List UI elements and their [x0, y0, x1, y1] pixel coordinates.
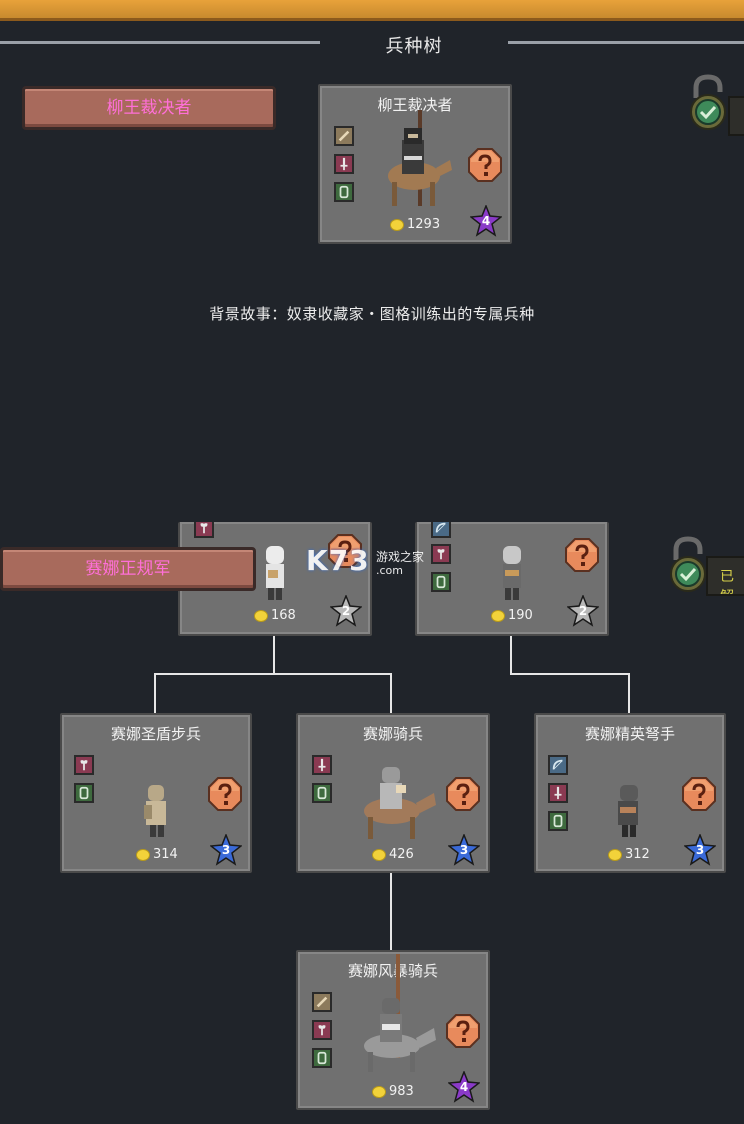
unit-cost: 314 — [136, 847, 178, 862]
question-icon[interactable] — [446, 777, 480, 811]
unit-cost: 168 — [254, 608, 296, 623]
tree-connector — [628, 673, 630, 713]
title-divider-right — [508, 41, 744, 44]
unit-cost: 983 — [372, 1084, 414, 1099]
unit-card-regular-a[interactable]: 168 2 — [178, 522, 372, 636]
coin-icon — [372, 1085, 386, 1098]
unit-cost: 190 — [491, 608, 533, 623]
lock-icon[interactable] — [668, 536, 708, 594]
tree-connector — [510, 636, 512, 674]
top-bar — [0, 0, 744, 21]
coin-icon — [491, 609, 505, 622]
unit-portrait — [144, 785, 166, 837]
unit-card-cavalry[interactable]: 赛娜骑兵 426 3 — [296, 713, 490, 873]
page-title: 兵种树 — [385, 36, 443, 57]
shield-icon — [74, 783, 94, 803]
shield-icon — [334, 182, 354, 202]
bow-icon — [431, 522, 451, 538]
axe-icon — [74, 755, 94, 775]
question-icon[interactable] — [208, 777, 242, 811]
weapon-icon — [312, 992, 332, 1012]
axe-icon — [194, 522, 214, 538]
question-icon[interactable] — [468, 148, 502, 182]
unit-portrait — [618, 785, 638, 837]
tree-connector — [273, 636, 275, 674]
shield-icon — [312, 1048, 332, 1068]
title-divider-left — [0, 41, 320, 44]
unit-name: 赛娜圣盾步兵 — [110, 725, 201, 743]
unit-card-storm-cavalry[interactable]: 赛娜风暴骑兵 983 4 — [296, 950, 490, 1110]
tree-connector — [390, 673, 392, 713]
lock-icon[interactable] — [688, 74, 728, 132]
unit-portrait — [364, 954, 436, 1072]
sword-icon — [334, 154, 354, 174]
coin-icon — [372, 848, 386, 861]
tier-star-icon: 4 — [470, 205, 502, 237]
unit-card-regular-b[interactable]: 190 2 — [415, 522, 609, 636]
question-icon[interactable] — [446, 1014, 480, 1048]
unit-card-willow-judge[interactable]: 柳王裁决者 1293 4 — [318, 84, 512, 244]
branch-label-regular[interactable]: 赛娜正规军 — [0, 547, 256, 591]
unit-name: 柳王裁决者 — [377, 96, 453, 114]
unlock-tab[interactable]: 已解 — [706, 556, 744, 596]
unit-cost: 1293 — [390, 217, 440, 232]
question-icon[interactable] — [682, 777, 716, 811]
unit-portrait — [388, 110, 452, 206]
branch-label-willow[interactable]: 柳王裁决者 — [22, 86, 276, 130]
tree-connector — [510, 673, 630, 675]
coin-icon — [608, 848, 622, 861]
unit-portrait — [503, 546, 521, 600]
tree-connector — [390, 872, 392, 950]
unlock-status: 已解 — [720, 569, 734, 594]
unit-name: 赛娜风暴骑兵 — [347, 962, 438, 980]
weapon-icon — [334, 126, 354, 146]
tier-star-icon: 2 — [567, 595, 599, 627]
unlock-tab[interactable] — [728, 96, 744, 136]
question-icon[interactable] — [565, 538, 599, 572]
unit-card-elite-crossbow[interactable]: 赛娜精英弩手 312 3 — [534, 713, 726, 873]
tier-star-icon: 4 — [448, 1071, 480, 1103]
tier-star-icon: 3 — [684, 834, 716, 866]
unit-name: 赛娜精英弩手 — [584, 725, 675, 743]
axe-icon — [431, 544, 451, 564]
unit-portrait — [364, 767, 436, 839]
tree-connector — [154, 673, 392, 675]
coin-icon — [254, 609, 268, 622]
shield-icon — [312, 783, 332, 803]
shield-icon — [548, 811, 568, 831]
sword-icon — [312, 755, 332, 775]
watermark: K73 游戏之家 .com — [306, 544, 425, 577]
tier-star-icon: 3 — [448, 834, 480, 866]
shield-icon — [431, 572, 451, 592]
unit-cost: 426 — [372, 847, 414, 862]
story-text: 背景故事：奴隶收藏家・图格训练出的专属兵种 — [209, 305, 535, 323]
unit-portrait — [266, 546, 284, 600]
tier-star-icon: 3 — [210, 834, 242, 866]
unit-name: 赛娜骑兵 — [362, 725, 423, 743]
axe-icon — [312, 1020, 332, 1040]
unit-cost: 312 — [608, 847, 650, 862]
coin-icon — [136, 848, 150, 861]
tree-connector — [154, 673, 156, 713]
sword-icon — [548, 783, 568, 803]
tier-star-icon: 2 — [330, 595, 362, 627]
bow-icon — [548, 755, 568, 775]
coin-icon — [390, 218, 404, 231]
unit-card-shield-infantry[interactable]: 赛娜圣盾步兵 314 3 — [60, 713, 252, 873]
